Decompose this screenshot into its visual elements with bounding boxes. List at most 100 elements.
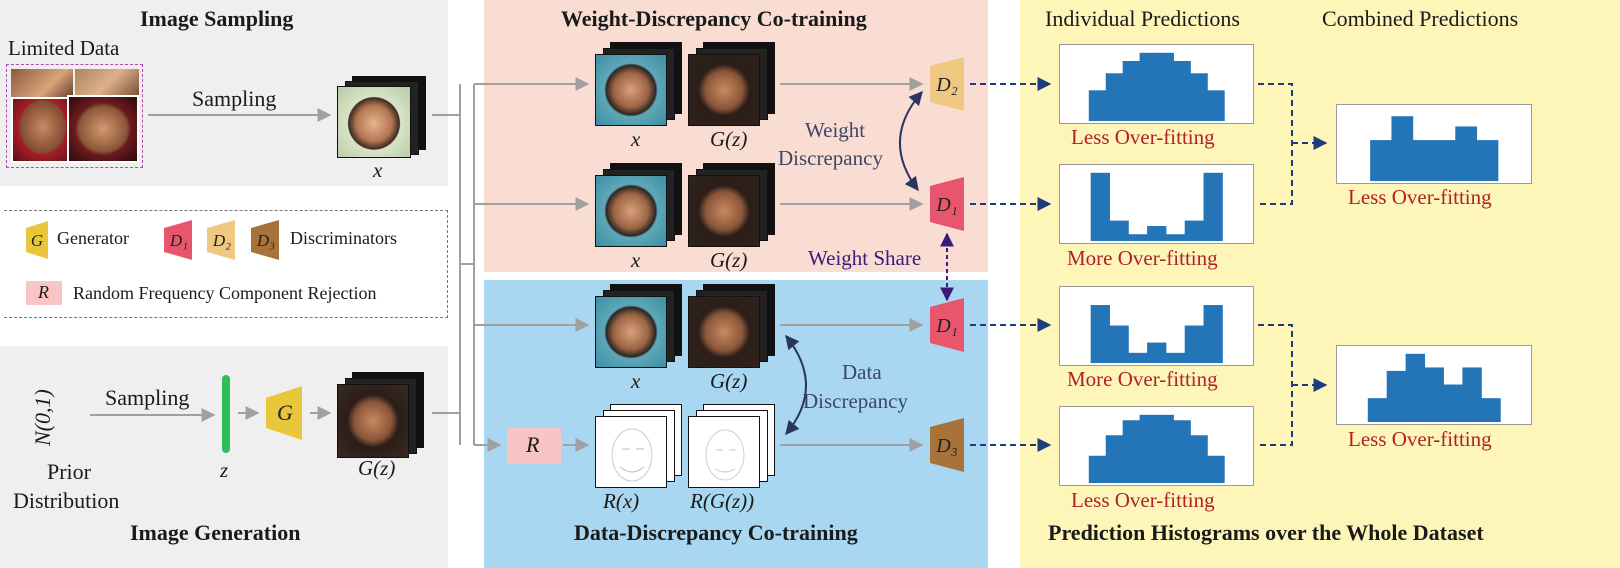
rgz-sketch-lines bbox=[705, 429, 745, 481]
combined-label-1: Less Over-fitting bbox=[1348, 185, 1492, 209]
generated-gz-label: G(z) bbox=[358, 456, 396, 480]
combined-histogram-2 bbox=[1336, 345, 1532, 425]
prior-label-line1: Prior bbox=[47, 459, 91, 484]
individual-label-3: More Over-fitting bbox=[1067, 367, 1218, 391]
face-thumb bbox=[67, 95, 139, 163]
histogram-bar bbox=[1165, 234, 1186, 242]
sampled-x-label: x bbox=[373, 158, 383, 182]
histogram-bar bbox=[1203, 305, 1223, 364]
weight-discrepancy-line1: Weight bbox=[805, 118, 866, 142]
histogram-bar bbox=[1109, 220, 1129, 242]
histogram-bar bbox=[1207, 90, 1225, 122]
rgz-filtered-image bbox=[688, 416, 760, 488]
sampling-label-top: Sampling bbox=[192, 86, 277, 111]
limited-data-label: Limited Data bbox=[8, 36, 120, 60]
histogram-bar bbox=[1207, 455, 1225, 484]
generated-face-image bbox=[337, 384, 409, 458]
histogram-bar bbox=[1128, 352, 1148, 364]
histogram-bar bbox=[1481, 398, 1501, 423]
image-generation-title: Image Generation bbox=[130, 520, 301, 545]
generator-legend-label: Generator bbox=[57, 228, 129, 248]
histogram-bar bbox=[1147, 226, 1167, 242]
histogram-bar bbox=[1173, 60, 1191, 122]
w2-gz-label: G(z) bbox=[710, 248, 748, 272]
histogram-bar bbox=[1109, 325, 1129, 364]
data-discrepancy-line2: Discrepancy bbox=[803, 389, 908, 413]
histogram-bar bbox=[1455, 126, 1478, 182]
histogram-bar bbox=[1434, 140, 1456, 182]
histogram-bar bbox=[1391, 116, 1414, 182]
d-x-label: x bbox=[631, 369, 641, 393]
individual-histogram-4 bbox=[1059, 406, 1254, 486]
individual-histogram-3 bbox=[1059, 286, 1254, 366]
histogram-bar bbox=[1139, 414, 1157, 484]
histogram-svg bbox=[1370, 116, 1499, 182]
w2-real-image bbox=[595, 175, 667, 247]
histogram-bar bbox=[1190, 435, 1208, 484]
histogram-bar bbox=[1165, 352, 1186, 364]
data-discrepancy-line1: Data bbox=[842, 360, 882, 384]
weight-discrepancy-line2: Discrepancy bbox=[778, 146, 883, 170]
histogram-svg bbox=[1090, 172, 1223, 242]
histogram-bar bbox=[1190, 73, 1208, 122]
histogram-bar bbox=[1476, 140, 1499, 182]
reject-legend-box bbox=[26, 281, 62, 305]
w1-x-label: x bbox=[631, 127, 641, 151]
histogram-svg bbox=[1367, 353, 1501, 423]
individual-predictions-label: Individual Predictions bbox=[1045, 6, 1240, 31]
sampled-face-image bbox=[337, 86, 411, 158]
d-generated-image bbox=[688, 296, 760, 368]
histogram-bar bbox=[1147, 342, 1167, 364]
individual-label-4: Less Over-fitting bbox=[1071, 488, 1215, 512]
face-thumb bbox=[75, 69, 139, 99]
d-real-image bbox=[595, 296, 667, 368]
histogram-bar bbox=[1184, 325, 1205, 364]
histogram-bar bbox=[1443, 384, 1463, 423]
histogram-bar bbox=[1405, 353, 1426, 423]
histogram-svg bbox=[1088, 414, 1225, 484]
individual-label-1: Less Over-fitting bbox=[1071, 125, 1215, 149]
histogram-bar bbox=[1424, 367, 1444, 423]
individual-histogram-2 bbox=[1059, 164, 1254, 244]
histogram-bar bbox=[1370, 140, 1392, 182]
combined-label-2: Less Over-fitting bbox=[1348, 427, 1492, 451]
limited-data-collage bbox=[6, 64, 143, 168]
discriminators-legend-label: Discriminators bbox=[290, 228, 397, 248]
latent-z-bar bbox=[222, 375, 230, 453]
histogram-bar bbox=[1105, 435, 1124, 484]
prior-formula: N(0,1) bbox=[30, 389, 55, 446]
face-thumb bbox=[11, 97, 69, 163]
histogram-bar bbox=[1105, 73, 1124, 122]
histogram-bar bbox=[1122, 60, 1141, 122]
w1-generated-image bbox=[688, 54, 760, 126]
combined-histogram-1 bbox=[1336, 104, 1532, 184]
histogram-bar bbox=[1462, 367, 1482, 423]
histogram-bar bbox=[1088, 90, 1107, 122]
weight-share-label: Weight Share bbox=[808, 246, 922, 270]
weight-cotraining-title: Weight-Discrepancy Co-training bbox=[561, 6, 867, 31]
combined-predictions-label: Combined Predictions bbox=[1322, 6, 1519, 31]
individual-histogram-1 bbox=[1059, 44, 1254, 124]
reject-legend-label: Random Frequency Component Rejection bbox=[73, 283, 377, 303]
prior-label-line2: Distribution bbox=[13, 488, 120, 513]
predictions-title: Prediction Histograms over the Whole Dat… bbox=[1048, 520, 1484, 545]
histogram-bar bbox=[1386, 370, 1407, 423]
image-sampling-title: Image Sampling bbox=[140, 6, 294, 31]
histogram-bar bbox=[1184, 220, 1205, 242]
histogram-bar bbox=[1088, 455, 1107, 484]
w1-real-image bbox=[595, 54, 667, 126]
rejection-symbol: R bbox=[526, 432, 540, 457]
individual-label-2: More Over-fitting bbox=[1067, 246, 1218, 270]
w2-generated-image bbox=[688, 175, 760, 247]
rx-filtered-image bbox=[595, 416, 667, 488]
histogram-bar bbox=[1367, 398, 1388, 423]
histogram-bar bbox=[1090, 172, 1110, 242]
data-cotraining-title: Data-Discrepancy Co-training bbox=[574, 520, 858, 545]
rgz-label: R(G(z)) bbox=[690, 489, 755, 513]
histogram-bar bbox=[1139, 52, 1157, 122]
latent-z-label: z bbox=[220, 458, 229, 482]
d-gz-label: G(z) bbox=[710, 369, 748, 393]
histogram-svg bbox=[1088, 52, 1225, 122]
histogram-bar bbox=[1128, 234, 1148, 242]
histogram-bar bbox=[1412, 140, 1435, 182]
